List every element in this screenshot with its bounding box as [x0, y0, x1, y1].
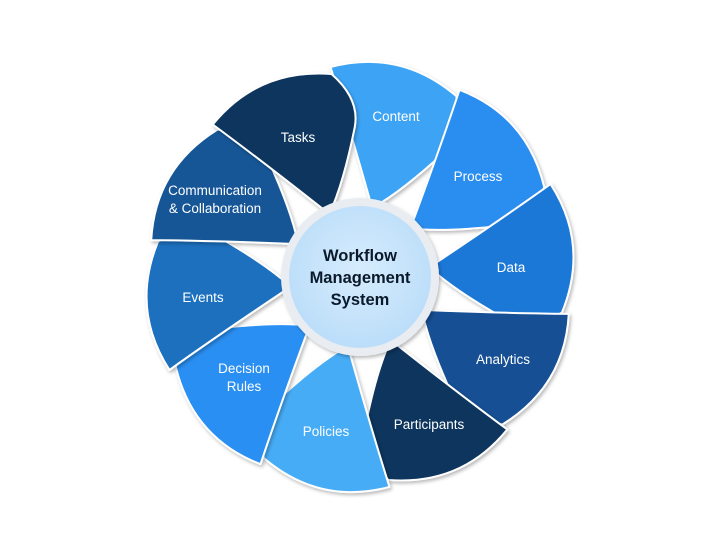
petal-label-line: Process — [454, 169, 503, 184]
petal-label: Content — [372, 109, 420, 124]
petal-label-line: Decision — [218, 361, 270, 376]
petal-process — [409, 88, 546, 231]
petal-tasks — [211, 72, 357, 216]
hub-title-line: Workflow — [323, 247, 397, 265]
petal-label-line: Tasks — [281, 130, 316, 145]
petal-label-line: Events — [182, 290, 224, 305]
petal-label-line: Analytics — [476, 352, 530, 367]
petal-label: Participants — [394, 417, 465, 432]
petal-label: Tasks — [281, 130, 316, 145]
petal-label-line: Data — [497, 260, 526, 275]
petal-label-line: Content — [372, 109, 420, 124]
petal-label-line: Communication — [168, 183, 262, 198]
petal-label-line: Participants — [394, 417, 465, 432]
hub-title-line: Management — [310, 269, 411, 287]
petal-policies — [260, 344, 391, 494]
petal-participants — [363, 338, 509, 482]
petal-label: Events — [182, 290, 224, 305]
hub-core — [289, 206, 431, 348]
petal-decision-rules — [174, 323, 311, 466]
petal-label: Data — [497, 260, 526, 275]
petal-label: Communication & Collaboration — [168, 183, 262, 216]
hub-title-line: System — [331, 291, 390, 309]
petal-data — [428, 183, 575, 325]
petal-label-line: Policies — [303, 424, 350, 439]
petal-label-line: Rules — [227, 379, 262, 394]
petal-label: Analytics — [476, 352, 530, 367]
petal-group — [145, 60, 575, 494]
petal-label: Policies — [303, 424, 350, 439]
petal-label: Process — [454, 169, 503, 184]
petal-label-line: & Collaboration — [169, 201, 261, 216]
petal-events — [145, 229, 292, 371]
